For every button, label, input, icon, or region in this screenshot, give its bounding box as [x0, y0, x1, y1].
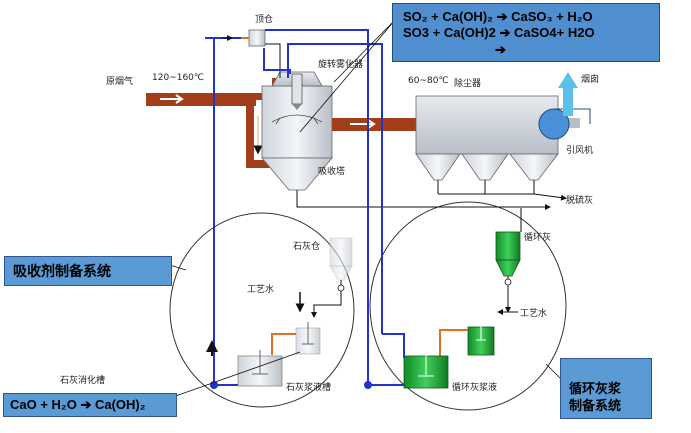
label-fan: 引风机: [566, 146, 594, 156]
lime-slurry-line: [213, 37, 241, 386]
label-process-water-right: 工艺水: [520, 309, 548, 319]
absorbent-system-circle: [169, 212, 355, 408]
label-slaker: 石灰消化槽: [60, 376, 106, 386]
label-atomizer: 旋转雾化器: [318, 60, 364, 70]
absorber-cone: [261, 157, 333, 191]
label-absorber: 吸收塔: [318, 167, 346, 177]
label-recycle-slurry: 循环灰浆液: [452, 383, 498, 393]
slaking-rhs: Ca(OH)₂: [94, 397, 146, 412]
label-recycle-ash: 循环灰: [524, 233, 552, 243]
r1-lhs: SO₂ + Ca(OH)₂: [403, 9, 493, 24]
stack-arrow-shaft: [563, 86, 573, 116]
recycle-system-label: 循环灰浆 制备系统: [569, 381, 622, 413]
absorbent-system-box: 吸收剂制备系统: [4, 256, 172, 286]
r1-rhs: CaSO₃ + H₂O: [511, 9, 593, 24]
label-top-silo: 顶仓: [255, 15, 274, 25]
r2-lhs: SO3 + Ca(OH)2: [403, 25, 496, 40]
r2-rhs: CaSO4+ H2O: [514, 25, 595, 40]
absorbent-system-label: 吸收剂制备系统: [13, 263, 111, 279]
label-process-water-left: 工艺水: [247, 285, 275, 295]
flue-inlet-duct: [146, 93, 256, 106]
recycle-system-circle: [369, 201, 567, 411]
label-outlet-temp: 60~80℃: [408, 76, 449, 86]
r2-arrow: ➔: [499, 25, 511, 40]
r1-arrow: ➔: [496, 9, 508, 24]
slaking-lhs: CaO + H₂O: [10, 397, 77, 412]
reaction-3: ➔: [495, 42, 506, 58]
dust-collector-body: [415, 95, 559, 155]
label-inlet-temp: 120~160℃: [152, 73, 205, 83]
lime-silo: [329, 237, 353, 267]
r3-arrow: ➔: [495, 42, 506, 57]
reaction-2: SO3 + Ca(OH)2 ➔ CaSO4+ H2O: [403, 25, 595, 41]
slaking-arrow: ➔: [80, 397, 92, 412]
reaction-equation-box: SO₂ + Ca(OH)₂ ➔ CaSO₃ + H₂O SO3 + Ca(OH)…: [392, 3, 660, 62]
atomizer: [291, 73, 303, 105]
label-lime-slurry-tank: 石灰浆液槽: [286, 383, 332, 393]
recycle-slurry-line: [265, 29, 404, 386]
label-lime-silo: 石灰仓: [293, 242, 321, 252]
label-dust-collector: 除尘器: [454, 79, 482, 89]
stack-arrow-head: [558, 72, 578, 88]
label-flue-gas: 原烟气: [106, 77, 134, 87]
slaking-equation-box: CaO + H₂O ➔ Ca(OH)₂: [3, 393, 177, 417]
label-desulf-ash: 脱硫灰: [566, 196, 594, 206]
top-silo: [248, 29, 266, 47]
recycle-ash-silo: [495, 231, 521, 261]
reaction-1: SO₂ + Ca(OH)₂ ➔ CaSO₃ + H₂O: [403, 9, 593, 25]
recycle-system-box: 循环灰浆 制备系统: [560, 358, 652, 419]
label-stack: 烟囱: [581, 75, 600, 85]
